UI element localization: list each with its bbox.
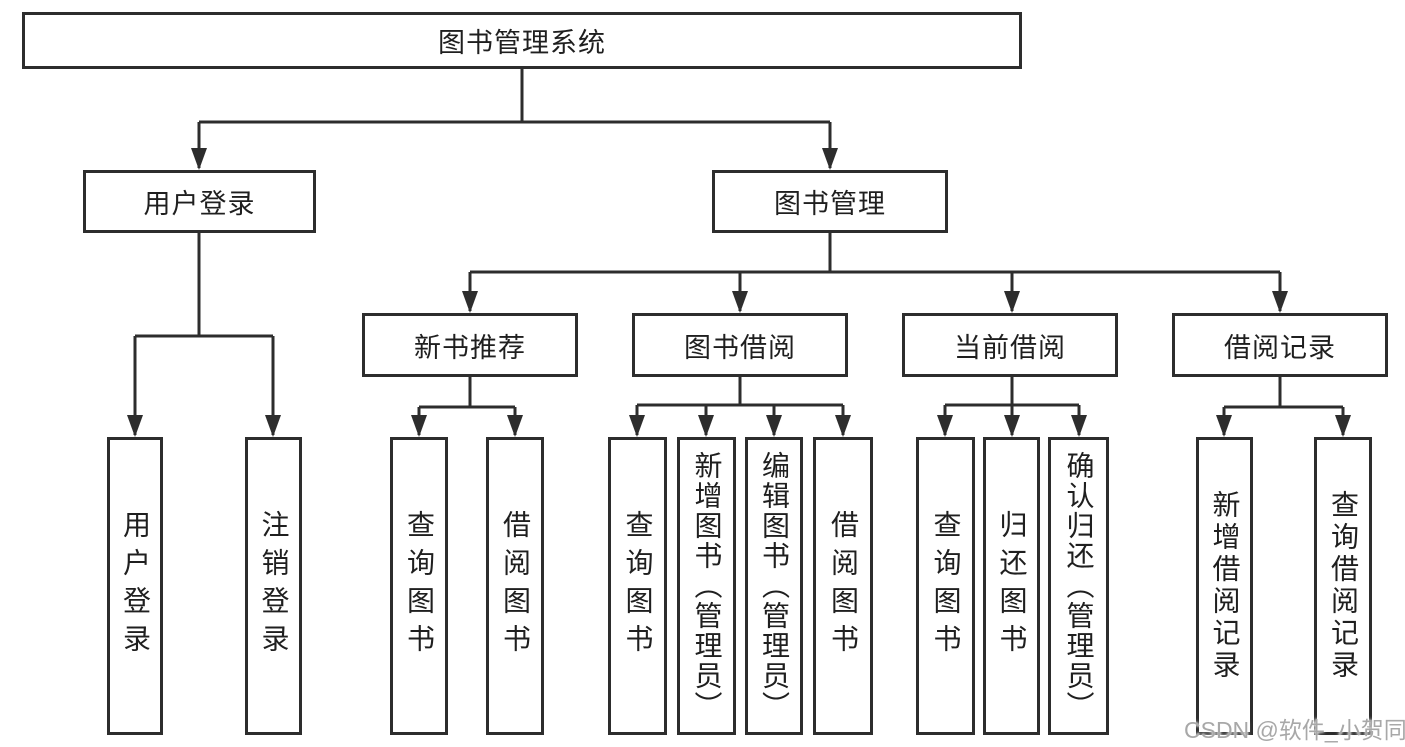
leaf-label: 借阅图书	[828, 510, 859, 662]
node-book-management: 图书管理	[712, 170, 948, 233]
leaf-query-borrow-record: 查询借阅记录	[1314, 437, 1372, 735]
leaf-return-books: 归还图书	[983, 437, 1040, 735]
leaf-logout: 注销登录	[245, 437, 302, 735]
node-label: 图书管理	[774, 189, 886, 219]
leaf-borrow-books-recommend: 借阅图书	[486, 437, 544, 735]
leaf-label: 查询借阅记录	[1328, 490, 1359, 682]
leaf-label: 编辑图书（管理员）	[759, 451, 790, 721]
node-label: 新书推荐	[414, 332, 526, 363]
node-label: 图书借阅	[684, 332, 796, 363]
leaf-label: 用户登录	[120, 510, 151, 662]
leaf-add-books-admin: 新增图书（管理员）	[677, 437, 736, 735]
leaf-borrow-books: 借阅图书	[813, 437, 873, 735]
node-current-borrow: 当前借阅	[902, 313, 1118, 377]
node-new-book-recommend: 新书推荐	[362, 313, 578, 377]
leaf-label: 确认归还（管理员）	[1063, 451, 1095, 721]
leaf-label: 查询图书	[622, 510, 654, 662]
leaf-edit-books-admin: 编辑图书（管理员）	[745, 437, 803, 735]
node-label: 当前借阅	[954, 332, 1066, 363]
node-borrow-record: 借阅记录	[1172, 313, 1388, 377]
leaf-query-books-recommend: 查询图书	[390, 437, 448, 735]
leaf-add-borrow-record: 新增借阅记录	[1196, 437, 1253, 735]
node-user-login: 用户登录	[83, 170, 316, 233]
leaf-user-login: 用户登录	[107, 437, 163, 735]
leaf-label: 借阅图书	[500, 510, 531, 662]
leaf-label: 查询图书	[404, 510, 435, 662]
csdn-watermark: CSDN @软件_小贺同学	[1184, 717, 1405, 743]
node-label: 用户登录	[143, 189, 256, 219]
leaf-label: 新增借阅记录	[1209, 490, 1241, 682]
node-library-management-system: 图书管理系统	[22, 12, 1022, 69]
leaf-label: 新增图书（管理员）	[691, 451, 723, 721]
leaf-label: 归还图书	[996, 510, 1028, 662]
leaf-confirm-return-admin: 确认归还（管理员）	[1048, 437, 1109, 735]
node-label: 借阅记录	[1224, 332, 1336, 363]
leaf-query-books-borrow: 查询图书	[608, 437, 667, 735]
node-book-borrow: 图书借阅	[632, 313, 848, 377]
arrowhead-icons	[127, 148, 1351, 437]
node-label: 图书管理系统	[438, 28, 606, 58]
leaf-label: 注销登录	[258, 510, 290, 662]
leaf-label: 查询图书	[930, 510, 962, 662]
leaf-query-books-current: 查询图书	[916, 437, 975, 735]
